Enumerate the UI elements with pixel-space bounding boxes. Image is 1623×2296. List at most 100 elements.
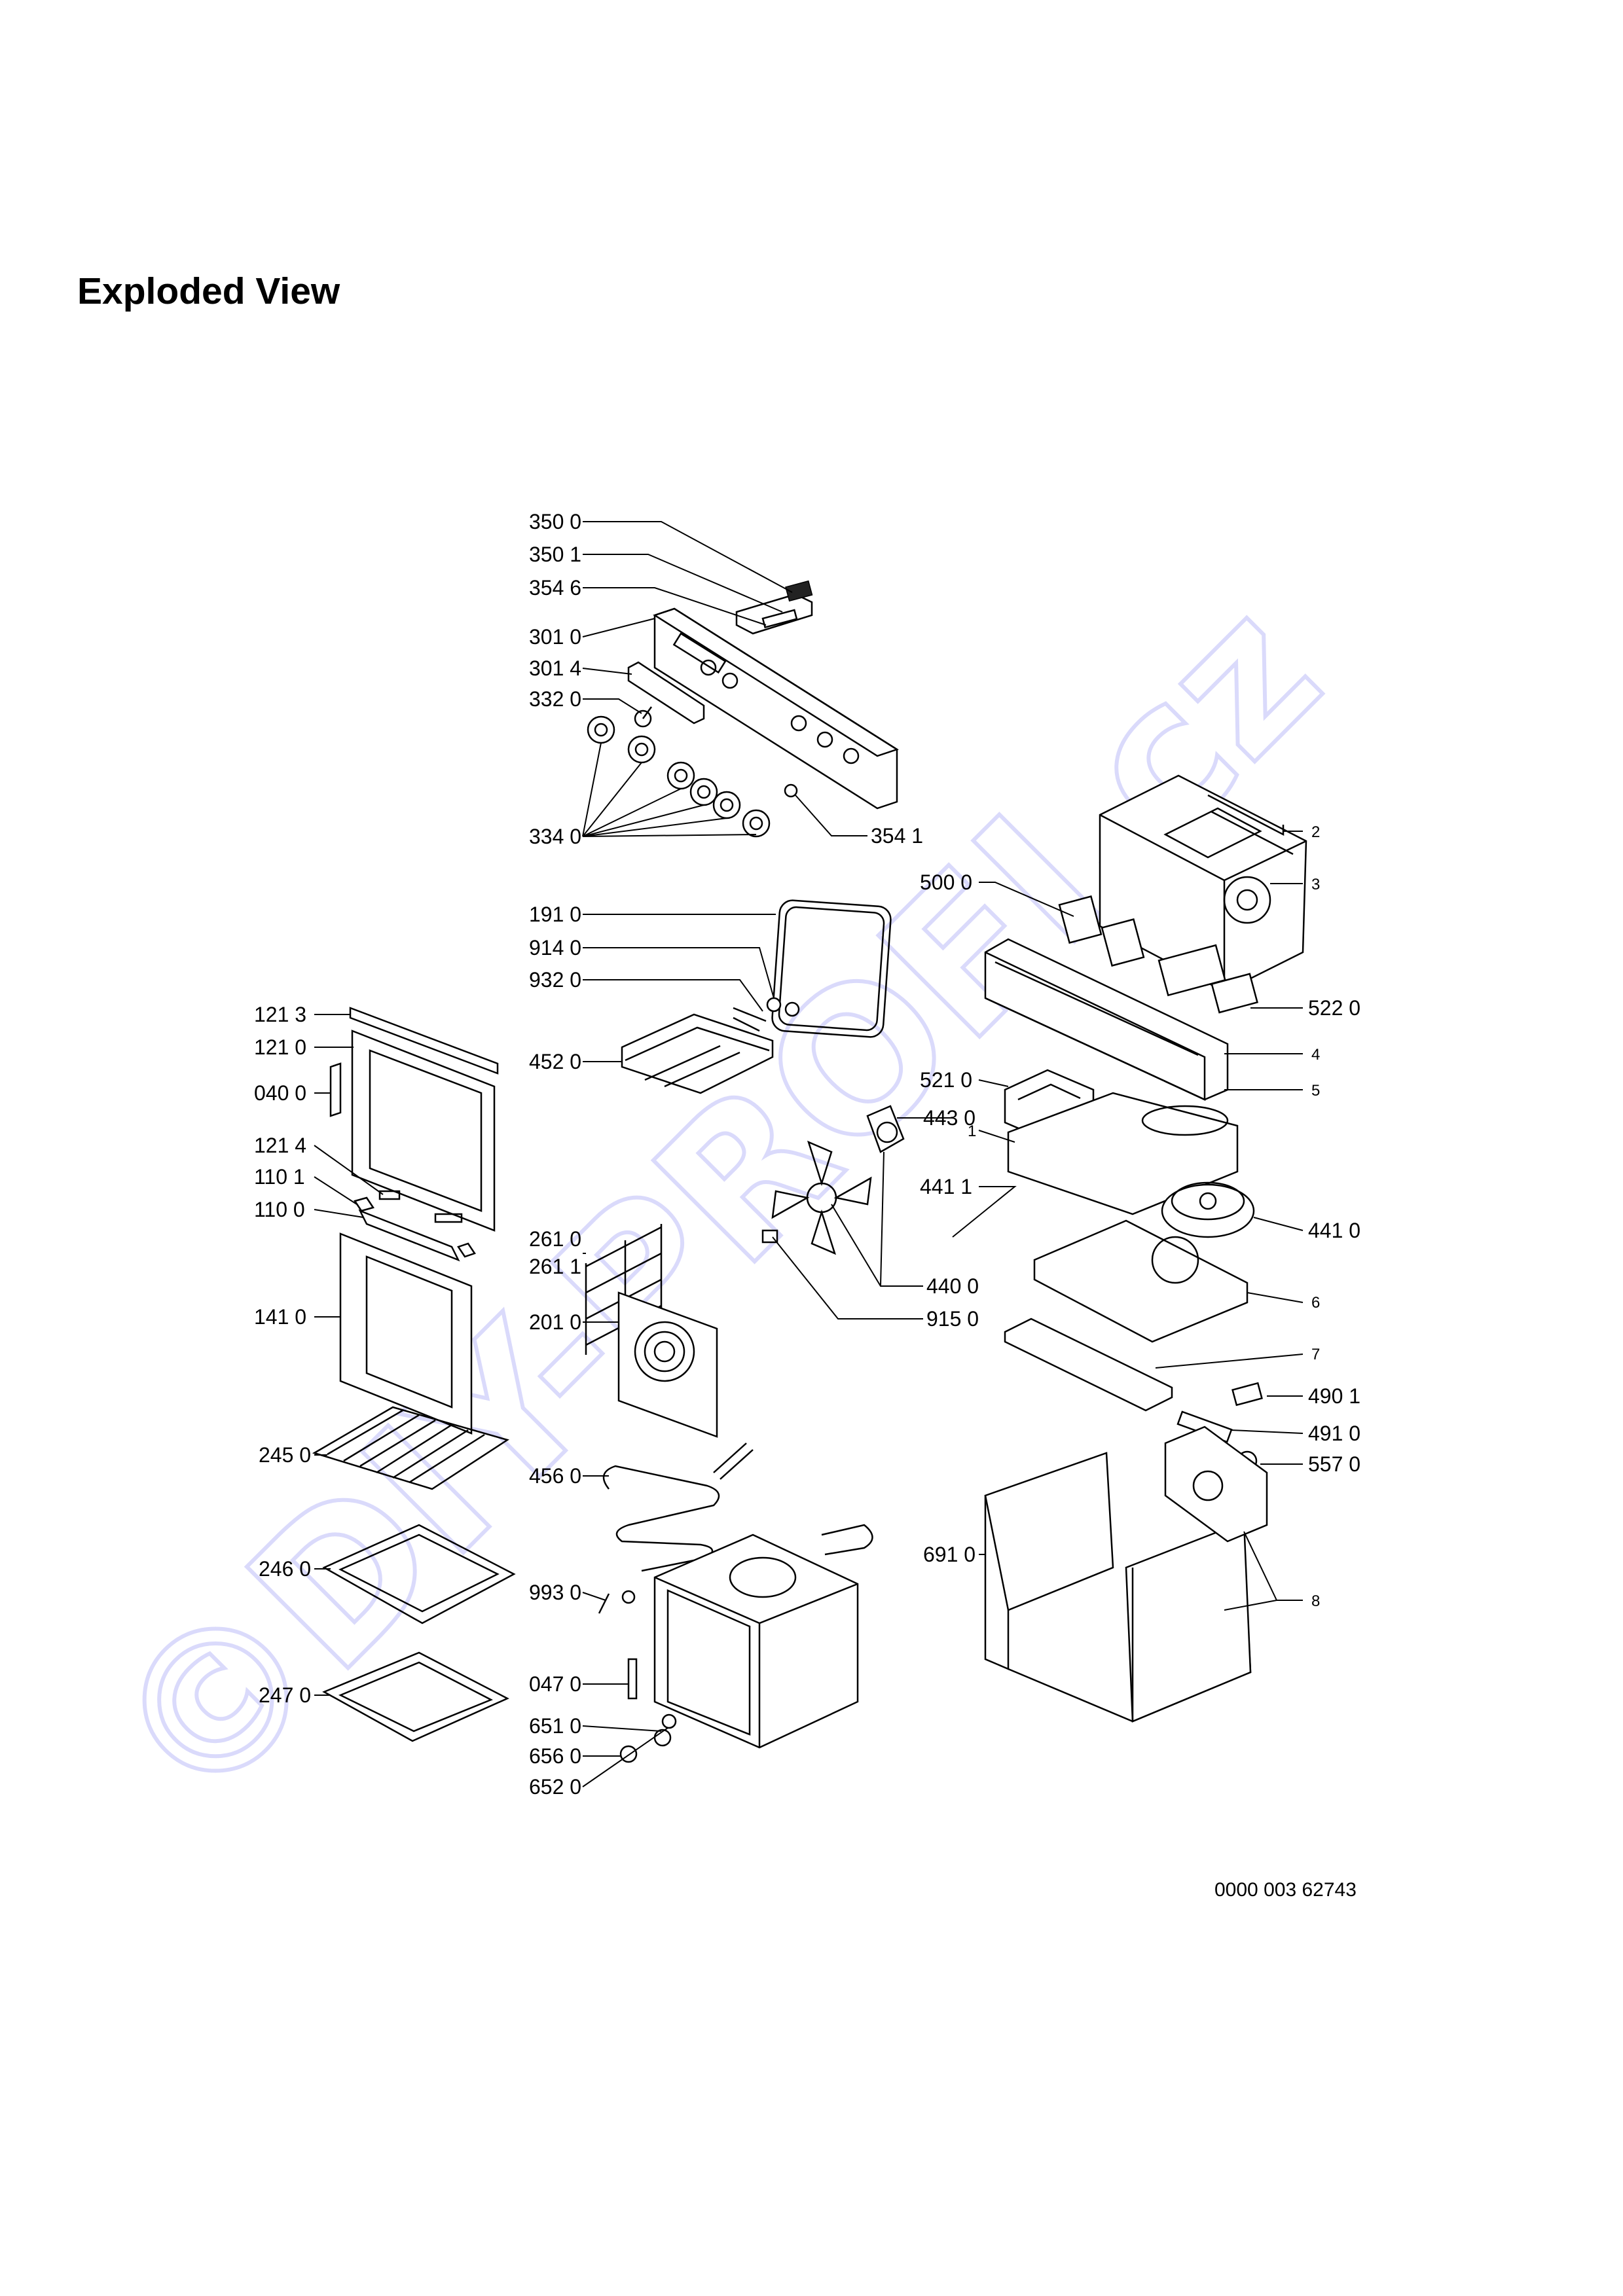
- part-label: 350 0: [529, 510, 581, 533]
- part-label: 121 0: [254, 1035, 306, 1059]
- part-label: 301 0: [529, 625, 581, 649]
- control-panel-top-edge: [653, 607, 899, 757]
- reference-number: 0000 003 62743: [1214, 1879, 1357, 1901]
- top-cover-plate-part: [1099, 774, 1307, 993]
- part-label: 350 1: [529, 543, 581, 566]
- leader-lines-right: [952, 831, 1304, 1611]
- part-label: 914 0: [529, 936, 581, 960]
- part-label: 490 1: [1308, 1384, 1360, 1408]
- part-labels: 350 0 350 1 354 6 301 0 301 4 332 0 334 …: [254, 510, 1360, 1799]
- part-label: 121 4: [254, 1134, 306, 1157]
- leader-lines-seal: [583, 914, 776, 1062]
- part-label: 443 0: [923, 1106, 976, 1130]
- leader-lines-trays: [314, 1454, 331, 1696]
- part-label: 4: [1311, 1046, 1320, 1064]
- part-label: 354 6: [529, 576, 581, 600]
- fan-blade-part: [771, 1140, 872, 1255]
- part-label: 3: [1311, 876, 1320, 893]
- part-label: 652 0: [529, 1775, 581, 1799]
- part-label: 7: [1311, 1346, 1320, 1363]
- leader-lines-center: [582, 1253, 668, 1787]
- inner-door-glass-part: [351, 1030, 496, 1232]
- fan-nut-part: [761, 1229, 778, 1244]
- spacer-part: [784, 1001, 800, 1017]
- part-label: 915 0: [926, 1307, 979, 1331]
- side-rails-part: [585, 1224, 663, 1355]
- oven-cavity-part: [653, 1534, 859, 1749]
- part-label: 191 0: [529, 903, 581, 926]
- air-duct-part: [1033, 1219, 1249, 1343]
- part-label: 247 0: [259, 1683, 311, 1707]
- leader-lines-fan: [772, 1117, 953, 1319]
- door-handle-part: [358, 1209, 460, 1262]
- part-label: 261 0: [529, 1227, 581, 1251]
- door-assembly: [329, 1007, 499, 1435]
- part-label: 332 0: [529, 687, 581, 711]
- relay-module-part: [1158, 944, 1258, 1014]
- knob-set: [587, 715, 771, 838]
- page-title: Exploded View: [77, 270, 340, 312]
- oven-housing-part: [984, 1426, 1268, 1723]
- part-label: 440 0: [926, 1274, 979, 1298]
- part-label: 301 4: [529, 656, 581, 680]
- screw-part: [598, 1593, 610, 1614]
- wire-shelf-part: [312, 1406, 509, 1490]
- part-label: 040 0: [254, 1081, 306, 1105]
- part-label: 2: [1311, 823, 1320, 841]
- part-label: 656 0: [529, 1744, 581, 1768]
- part-label: 201 0: [529, 1310, 581, 1334]
- part-label: 557 0: [1308, 1452, 1360, 1476]
- part-label: 245 0: [259, 1443, 311, 1467]
- roasting-pan-part: [322, 1651, 509, 1742]
- part-label: 1: [968, 1122, 976, 1140]
- leader-lines-top: [582, 521, 867, 837]
- lower-heating-element-part: [602, 1443, 754, 1572]
- part-label: 993 0: [529, 1581, 581, 1604]
- door-seal-part: [771, 899, 892, 1038]
- part-label: 932 0: [529, 968, 581, 992]
- part-label: 6: [1311, 1294, 1320, 1312]
- part-label: 452 0: [529, 1050, 581, 1073]
- part-label: 261 1: [529, 1255, 581, 1278]
- lamp-holder-part: [821, 1524, 873, 1556]
- handle-spacer-part: [354, 1196, 374, 1212]
- part-label: 354 1: [871, 824, 923, 848]
- control-panel-group: [587, 580, 899, 838]
- part-label: 110 1: [254, 1165, 305, 1189]
- indicator-lamp-part: [784, 783, 798, 798]
- part-label: 110 0: [254, 1198, 305, 1221]
- part-label: 121 3: [254, 1003, 306, 1026]
- display-window-part: [627, 661, 705, 725]
- hinge-part: [329, 1062, 342, 1117]
- part-label: 141 0: [254, 1305, 306, 1329]
- door-bracket-part: [378, 1190, 401, 1200]
- part-label: 334 0: [529, 825, 581, 848]
- part-label: 691 0: [923, 1543, 976, 1566]
- part-label: 8: [1311, 1592, 1320, 1610]
- switch-module-part: [1058, 895, 1145, 967]
- bottom-plate-part: [1004, 1318, 1173, 1412]
- part-label: 456 0: [529, 1464, 581, 1488]
- insulation-plate-part: [1007, 1092, 1239, 1215]
- part-label: 491 0: [1308, 1422, 1360, 1445]
- part-label: 246 0: [259, 1557, 311, 1581]
- part-label: 047 0: [529, 1672, 581, 1696]
- back-panel-part: [617, 1291, 718, 1438]
- part-label: 521 0: [920, 1068, 972, 1092]
- leader-lines-door: [314, 1014, 384, 1318]
- cooling-fan-part: [1161, 1181, 1255, 1238]
- part-label: 441 0: [1308, 1219, 1360, 1242]
- front-frame-part: [984, 938, 1229, 1101]
- baking-tray-part: [322, 1524, 516, 1624]
- part-label: 500 0: [920, 870, 972, 894]
- outer-door-glass-part: [339, 1232, 473, 1435]
- electronic-module-part: [735, 593, 813, 635]
- grill-frame-part: [621, 1007, 774, 1094]
- part-label: 5: [1311, 1082, 1320, 1100]
- cable-holder-part: [627, 1658, 638, 1700]
- fan-motor-part: [866, 1105, 905, 1153]
- nut-part: [766, 997, 782, 1013]
- fan-cooling-part: [1223, 876, 1271, 924]
- part-label: 441 1: [920, 1175, 972, 1198]
- lamp-socket-part: [661, 1713, 677, 1729]
